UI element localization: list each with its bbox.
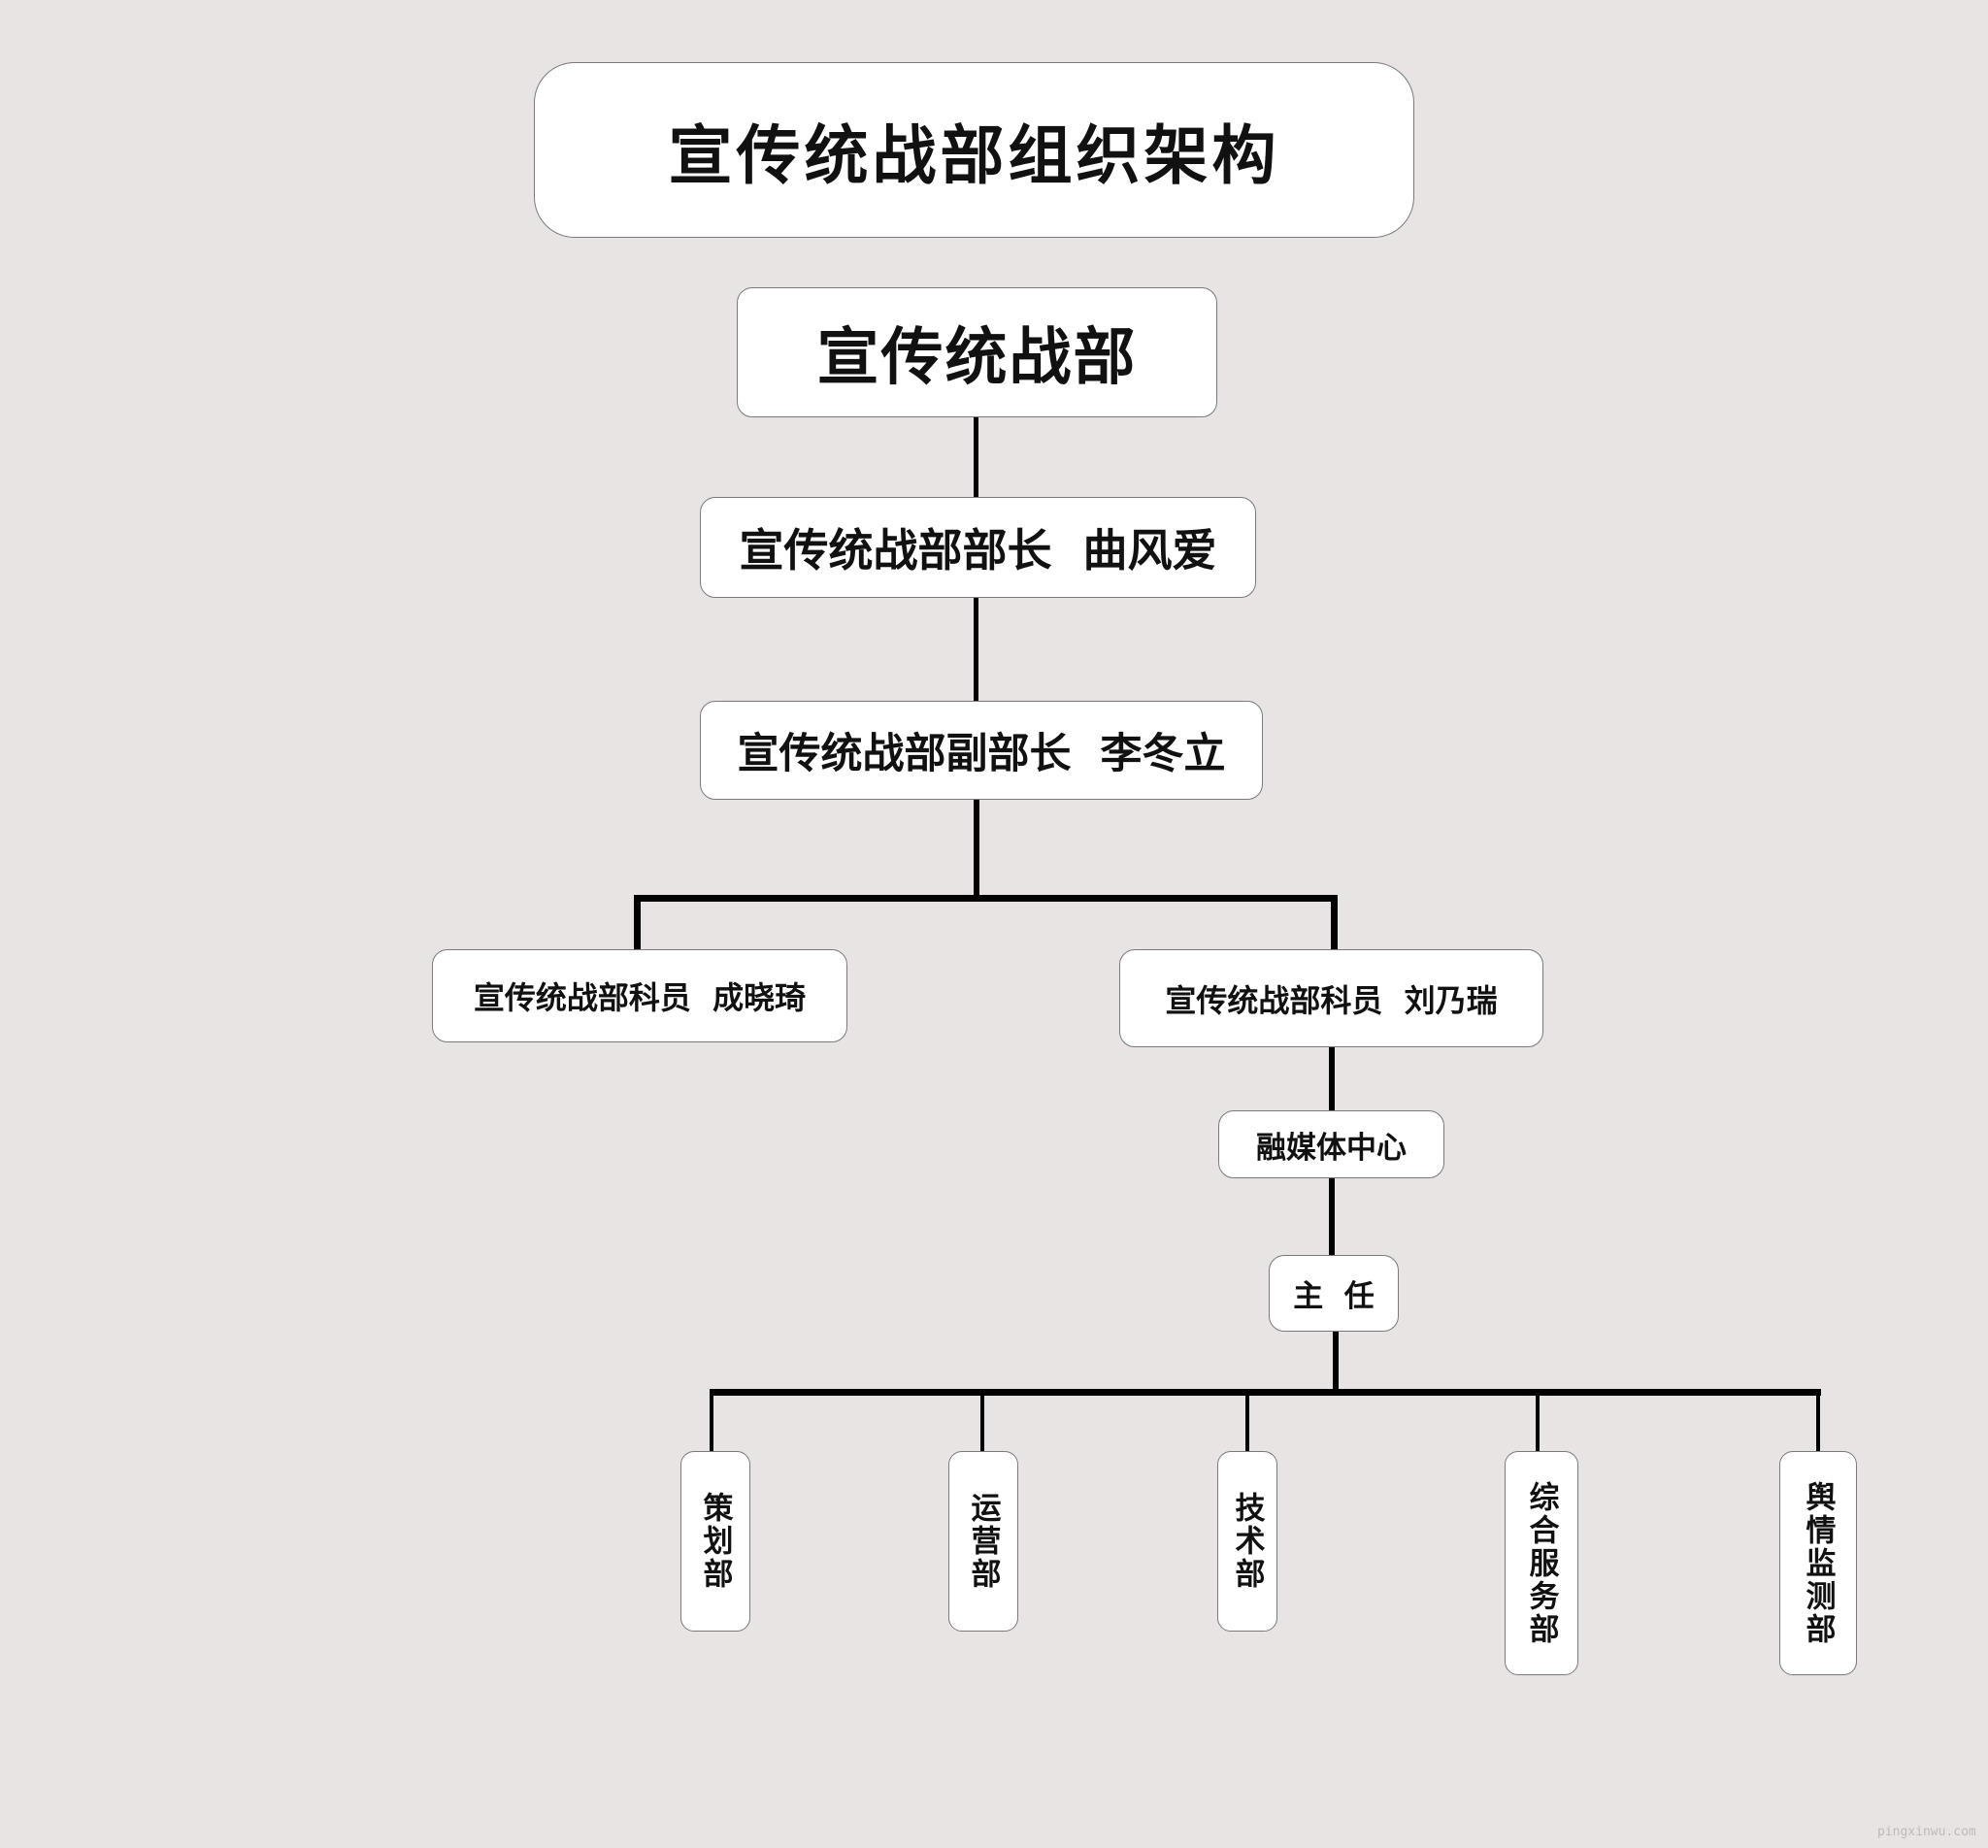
connector-drop-dept-2 (980, 1389, 984, 1453)
department-node: 综合服务部 (1505, 1451, 1578, 1675)
connector-director-bus (1333, 1330, 1339, 1395)
media-center-node: 融媒体中心 (1218, 1110, 1444, 1178)
connector-right-staff-drop (1331, 895, 1338, 949)
root-node: 宣传统战部 (737, 287, 1217, 417)
department-label: 舆情监测部 (1800, 1480, 1836, 1646)
head-node-label: 宣传统战部部长 曲风爱 (739, 524, 1217, 577)
watermark-text: pingxinwu.com (1877, 1825, 1976, 1839)
head-node: 宣传统战部部长 曲风爱 (700, 497, 1256, 598)
department-label: 运营部 (965, 1492, 1001, 1591)
connector-head-deputy (974, 598, 978, 701)
department-node: 策划部 (680, 1451, 750, 1632)
connector-staff-horizontal (634, 895, 1338, 902)
connector-left-staff-drop (634, 895, 641, 949)
root-node-label: 宣传统战部 (816, 322, 1138, 394)
connector-drop-dept-1 (710, 1389, 713, 1453)
connector-deputy-branch (974, 800, 979, 900)
staff-right-label: 宣传统战部科员 刘乃瑞 (1165, 981, 1498, 1019)
director-label: 主 任 (1293, 1279, 1375, 1314)
connector-root-head (974, 415, 978, 499)
connector-drop-dept-3 (1245, 1389, 1249, 1453)
connector-drop-dept-4 (1536, 1389, 1540, 1453)
department-label: 策划部 (697, 1492, 733, 1591)
staff-right-node: 宣传统战部科员 刘乃瑞 (1119, 949, 1543, 1047)
connector-center-director (1329, 1176, 1335, 1256)
staff-left-label: 宣传统战部科员 成晓琦 (473, 979, 807, 1016)
department-label: 综合服务部 (1523, 1480, 1559, 1646)
department-node: 技术部 (1217, 1451, 1277, 1632)
connector-drop-dept-5 (1816, 1389, 1820, 1453)
director-node: 主 任 (1269, 1255, 1399, 1332)
department-label: 技术部 (1229, 1492, 1265, 1591)
department-node: 运营部 (948, 1451, 1018, 1632)
media-center-label: 融媒体中心 (1256, 1130, 1407, 1166)
deputy-node-label: 宣传统战部副部长 李冬立 (737, 730, 1226, 778)
staff-left-node: 宣传统战部科员 成晓琦 (432, 949, 847, 1042)
connector-staff-center (1329, 1046, 1335, 1110)
chart-title-box: 宣传统战部组织架构 (534, 62, 1414, 238)
department-node: 舆情监测部 (1779, 1451, 1857, 1675)
connector-department-bus (710, 1389, 1821, 1396)
chart-title: 宣传统战部组织架构 (668, 117, 1280, 193)
deputy-node: 宣传统战部副部长 李冬立 (700, 701, 1263, 800)
